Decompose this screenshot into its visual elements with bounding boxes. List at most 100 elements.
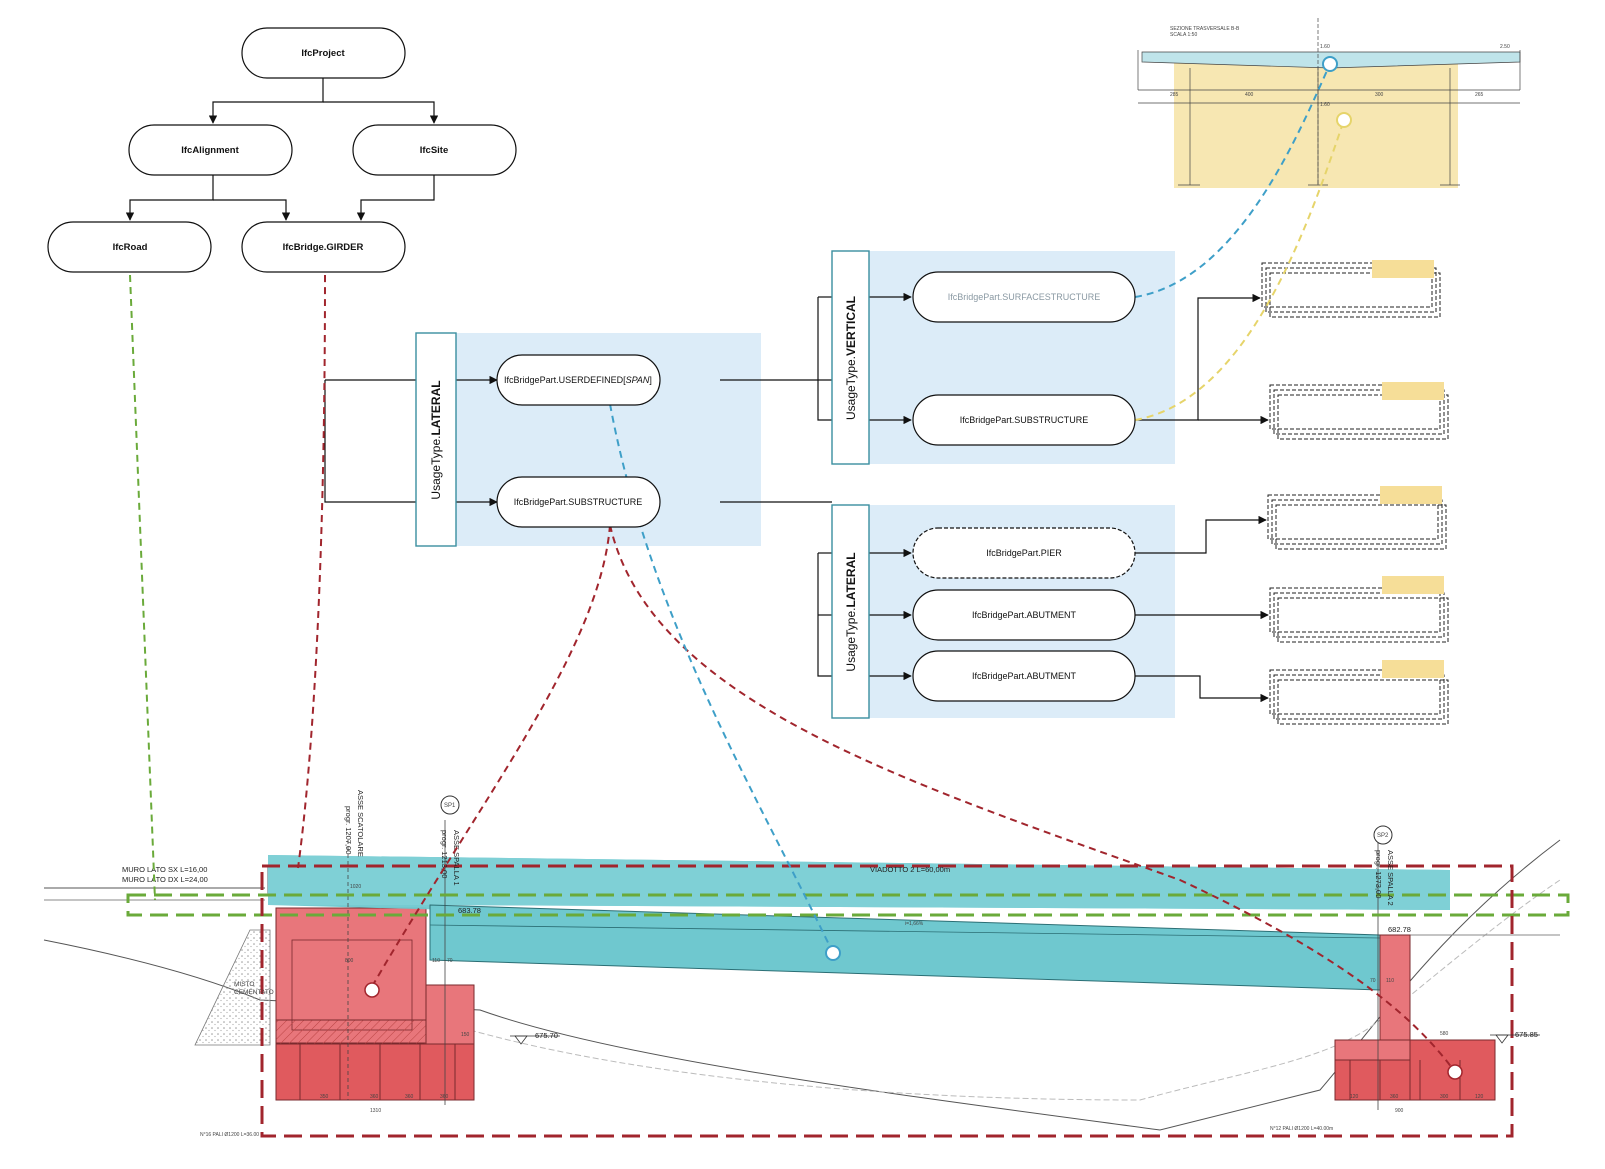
left-abutment [275,907,475,1101]
section-dim: 285 [1170,92,1179,98]
span-anchor [825,945,841,961]
bridge-highlight-box [260,864,1514,1138]
section-dim: 300 [1375,92,1384,98]
sub-substructure-part-node[interactable]: IfcBridgePart.SUBSTRUCTURE [912,394,1136,446]
dim-label: 70 [447,958,453,964]
section-dim: 265 [1475,92,1484,98]
span-part-node[interactable]: IfcBridgePart.USERDEFINED[SPAN] [496,354,661,406]
surfacestructure-part-node[interactable]: IfcBridgePart.SURFACESTRUCTURE [912,271,1136,323]
tree-connectors [125,78,1269,703]
ifc-site-node[interactable]: IfcSite [352,124,517,176]
progr-spalla-2-label: progr. 1273,00 [1374,850,1383,898]
dim-label: 900 [1395,1108,1404,1114]
usage-type-lateral-2[interactable]: UsageType.LATERAL [831,504,870,719]
asse-spalla-2-label: ASSE SPALLA 2 [1386,850,1395,906]
surfacestructure-part-label: IfcBridgePart.SURFACESTRUCTURE [948,292,1101,302]
section-dim: 1.60 [1320,102,1330,108]
dim-label: 120 [1475,1094,1484,1100]
progr-scatolare-label: progr. 1207,00 [344,806,353,854]
girder-link [297,274,326,869]
section-dim: 1.60 [1320,44,1330,50]
viadotto-label: VIADOTTO 2 L=60,00m [870,865,950,874]
pier-part-node[interactable]: IfcBridgePart.PIER [912,527,1136,579]
usage-type-vertical[interactable]: UsageType.VERTICAL [831,250,870,465]
abutment-2-part-label: IfcBridgePart.ABUTMENT [972,671,1077,681]
dim-label: 110 [1386,978,1394,984]
sp2-marker [1373,825,1393,845]
section-substructure-anchor [1336,112,1352,128]
section-dims: 285 400 300 265 1.60 1.60 2.50 [1170,44,1510,108]
abutment-1-part-label: IfcBridgePart.ABUTMENT [972,610,1077,620]
surface-anchor [1322,56,1338,72]
progr-spalla-1-label: progr. 1213,00 [440,830,449,878]
span-part-label: IfcBridgePart.USERDEFINED[SPAN] [504,375,652,385]
sub-substructure-part-label: IfcBridgePart.SUBSTRUCTURE [960,415,1089,425]
ifc-bridge-node[interactable]: IfcBridge.GIRDER [241,221,406,273]
elevation-markers [510,1034,1540,1045]
pali-right-label: N°12 PALI Ø1200 L=40.00m [1270,1126,1333,1132]
elevation-675-70: 675.70 [535,1031,558,1040]
elevation-675-85: 675.85 [1515,1030,1538,1039]
asse-spalla-1-label: ASSE SPALLA 1 [452,830,461,886]
substructure-section-link [1134,119,1345,421]
section-dim: 400 [1245,92,1254,98]
usage-type-vertical-label: UsageType.VERTICAL [844,296,858,420]
abutment-right-anchor [1447,1064,1463,1080]
section-dim: 2.50 [1500,44,1510,50]
sp2-label: SP2 [1377,833,1389,839]
dim-label: 110 [432,958,440,964]
dim-label: 1310 [370,1108,381,1114]
cross-section-title: SEZIONE TRASVERSALE B-B [1170,26,1240,32]
ifc-alignment-label: IfcAlignment [181,145,239,156]
misto-cementato-fill [194,929,271,1046]
misto-label: MISTO [234,981,254,988]
placeholder-stack-substructure [1269,382,1449,440]
dim-label: 70 [1370,978,1376,984]
dashed-links [129,63,1456,1073]
dim-label: 360 [1390,1094,1399,1100]
elevation-682-78: 682.78 [1388,925,1411,934]
placeholder-stack-surface [1261,260,1441,318]
cross-section-scale: SCALA 1:50 [1170,32,1197,38]
elevation-683-78: 683.78 [458,906,481,915]
usage-type-lateral-1-label: UsageType.LATERAL [429,380,443,499]
dim-label: 360 [405,1094,414,1100]
substructure-left-link [369,524,611,991]
placeholder-stack-abutment-1 [1269,576,1449,643]
pier-part-label: IfcBridgePart.PIER [986,548,1062,558]
substructure-part-node[interactable]: IfcBridgePart.SUBSTRUCTURE [496,476,661,528]
dim-label: 800 [345,958,354,964]
muro-sx-label: MURO LATO SX L=16,00 [122,865,207,874]
dim-label: 360 [440,1094,449,1100]
dimension-labels: 1020 800 150 110 70 350 360 360 360 1310… [320,884,1484,1114]
slope-label: i=1,66% [905,921,924,927]
ifc-bridge-label: IfcBridge.GIRDER [283,242,364,253]
dim-label: 150 [461,1032,470,1038]
section-yellow-zone [1174,52,1458,188]
ifc-road-node[interactable]: IfcRoad [47,221,212,273]
bridge-deck [268,855,1450,991]
pali-left-label: N°16 PALI Ø1200 L=36.00 [200,1132,259,1138]
ifc-project-node[interactable]: IfcProject [241,27,406,79]
muro-dx-label: MURO LATO DX L=24,00 [122,875,208,884]
usage-type-lateral-2-label: UsageType.LATERAL [844,552,858,671]
dim-label: 1020 [350,884,361,890]
dim-label: 300 [1440,1094,1449,1100]
placeholder-stacks [1261,260,1449,725]
longitudinal-section-drawing: MURO LATO SX L=16,00 MURO LATO DX L=24,0… [43,790,1570,1138]
usage-type-lateral-1[interactable]: UsageType.LATERAL [415,332,457,547]
abutment-1-part-node[interactable]: IfcBridgePart.ABUTMENT [912,589,1136,641]
substructure-part-label: IfcBridgePart.SUBSTRUCTURE [514,497,643,507]
dim-label: 350 [320,1094,329,1100]
ifc-project-label: IfcProject [301,48,345,59]
dim-label: 120 [1350,1094,1359,1100]
road-highlight-box [126,893,1570,917]
asse-scatolare-label: ASSE SCATOLARE [356,790,365,857]
abutment-2-part-node[interactable]: IfcBridgePart.ABUTMENT [912,650,1136,702]
ifc-site-label: IfcSite [420,145,449,156]
dim-label: 580 [1440,1031,1449,1037]
sp1-label: SP1 [444,803,456,809]
placeholder-stack-abutment-2 [1269,660,1449,725]
ifc-alignment-node[interactable]: IfcAlignment [128,124,293,176]
